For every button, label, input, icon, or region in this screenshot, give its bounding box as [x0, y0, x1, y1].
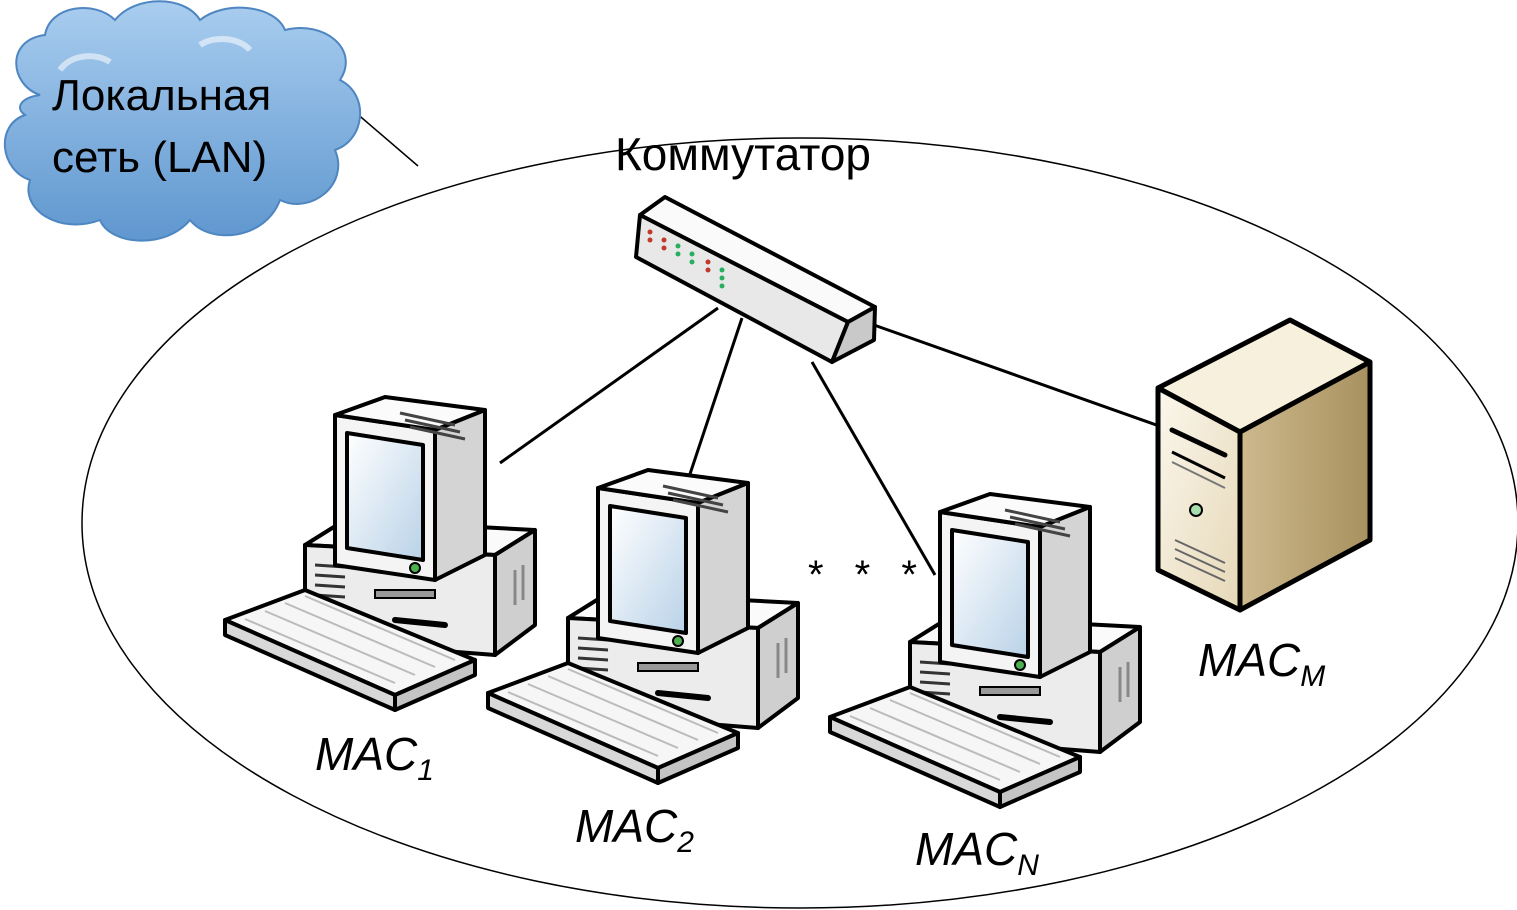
- host-label-n-sub: N: [1017, 849, 1039, 882]
- host-label-n: MACN: [915, 823, 1039, 882]
- switch-label: Коммутатор: [615, 128, 871, 180]
- more-hosts-ellipsis: * * *: [808, 553, 927, 597]
- host-label-m-sub: M: [1300, 660, 1325, 693]
- switch-icon: [634, 195, 877, 364]
- lan-boundary: [81, 137, 1517, 909]
- link-mac2: [686, 317, 744, 481]
- host-label-m: MACM: [1198, 634, 1325, 693]
- server-icon: [1155, 317, 1373, 613]
- host-label-1: MAC1: [315, 728, 434, 787]
- cloud-leader-line: [354, 111, 419, 167]
- link-macn: [810, 361, 937, 576]
- host-label-2-main: MAC: [575, 800, 678, 852]
- cloud-label-line2: сеть (LAN): [52, 133, 267, 182]
- workstation-icon-n: [830, 494, 1140, 807]
- host-label-1-main: MAC: [315, 728, 418, 780]
- link-macm: [873, 323, 1163, 429]
- host-label-1-sub: 1: [417, 754, 434, 787]
- host-label-2-sub: 2: [676, 826, 694, 859]
- workstation-icon-1: [225, 397, 535, 710]
- cloud-label-line1: Локальная: [52, 71, 271, 120]
- network-links: [499, 306, 1163, 576]
- lan-cloud-icon: [3, 0, 362, 242]
- host-label-2: MAC2: [575, 800, 694, 859]
- host-label-m-main: MAC: [1198, 634, 1301, 686]
- link-mac1: [499, 306, 719, 465]
- host-label-n-main: MAC: [915, 823, 1018, 875]
